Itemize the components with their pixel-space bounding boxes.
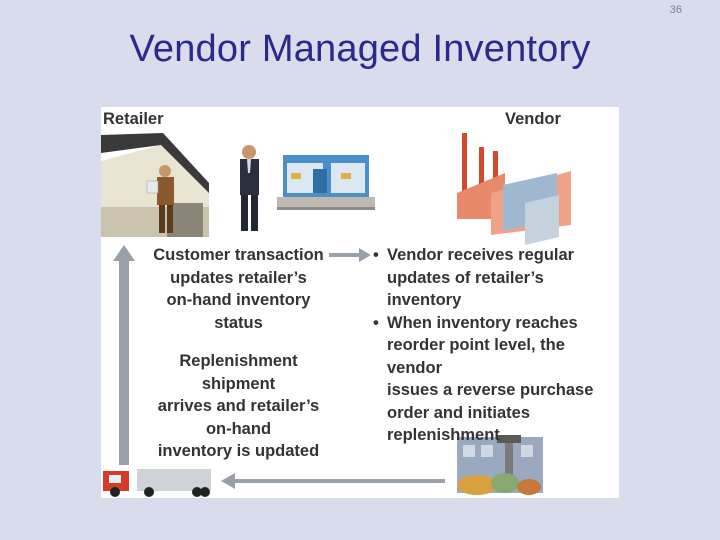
customer-transaction-text: Customer transaction updates retailer’s … [151,244,326,334]
shop-shelves-icon [277,155,375,210]
page-number: 36 [670,4,682,16]
customer-icon [240,145,259,231]
left-arrow-icon [221,473,445,489]
customer-transaction-line: Customer transaction [151,244,326,267]
vendor-bullet-line: inventory [387,289,621,312]
bullet-dot: • [373,244,379,267]
vendor-label: Vendor [505,108,561,131]
vmi-figure: Retailer Vendor Customer transaction upd… [101,107,619,498]
vendor-bullet-line: issues a reverse purchase [387,379,621,402]
right-arrow-icon [329,248,371,262]
replenishment-line: arrives and retailer’s [141,395,336,418]
replenishment-line: Replenishment shipment [141,350,336,395]
vendor-bullet-line: Vendor receives regular [387,244,621,267]
vendor-bullet-2: • When inventory reaches reorder point l… [371,312,621,447]
bullet-dot: • [373,312,379,335]
replenishment-text: Replenishment shipment arrives and retai… [141,350,336,463]
truck-icon [103,469,211,497]
vendor-bullets: • Vendor receives regular updates of ret… [371,244,621,447]
vendor-bullet-line: When inventory reaches [387,312,621,335]
vendor-bullet-line: replenishment [387,424,621,447]
vendor-bullet-line: updates of retailer’s [387,267,621,290]
vendor-bullet-line: reorder point level, the vendor [387,334,621,379]
retailer-label: Retailer [103,108,164,131]
factory-icon [457,133,571,245]
vendor-bullet-1: • Vendor receives regular updates of ret… [371,244,621,312]
replenishment-line: inventory is updated [141,440,336,463]
customer-transaction-line: status [151,312,326,335]
customer-transaction-line: on-hand inventory [151,289,326,312]
customer-transaction-line: updates retailer’s [151,267,326,290]
slide-title: Vendor Managed Inventory [0,28,720,71]
upward-arrow-icon [113,245,135,465]
replenishment-line: on-hand [141,418,336,441]
vendor-bullet-line: order and initiates [387,402,621,425]
